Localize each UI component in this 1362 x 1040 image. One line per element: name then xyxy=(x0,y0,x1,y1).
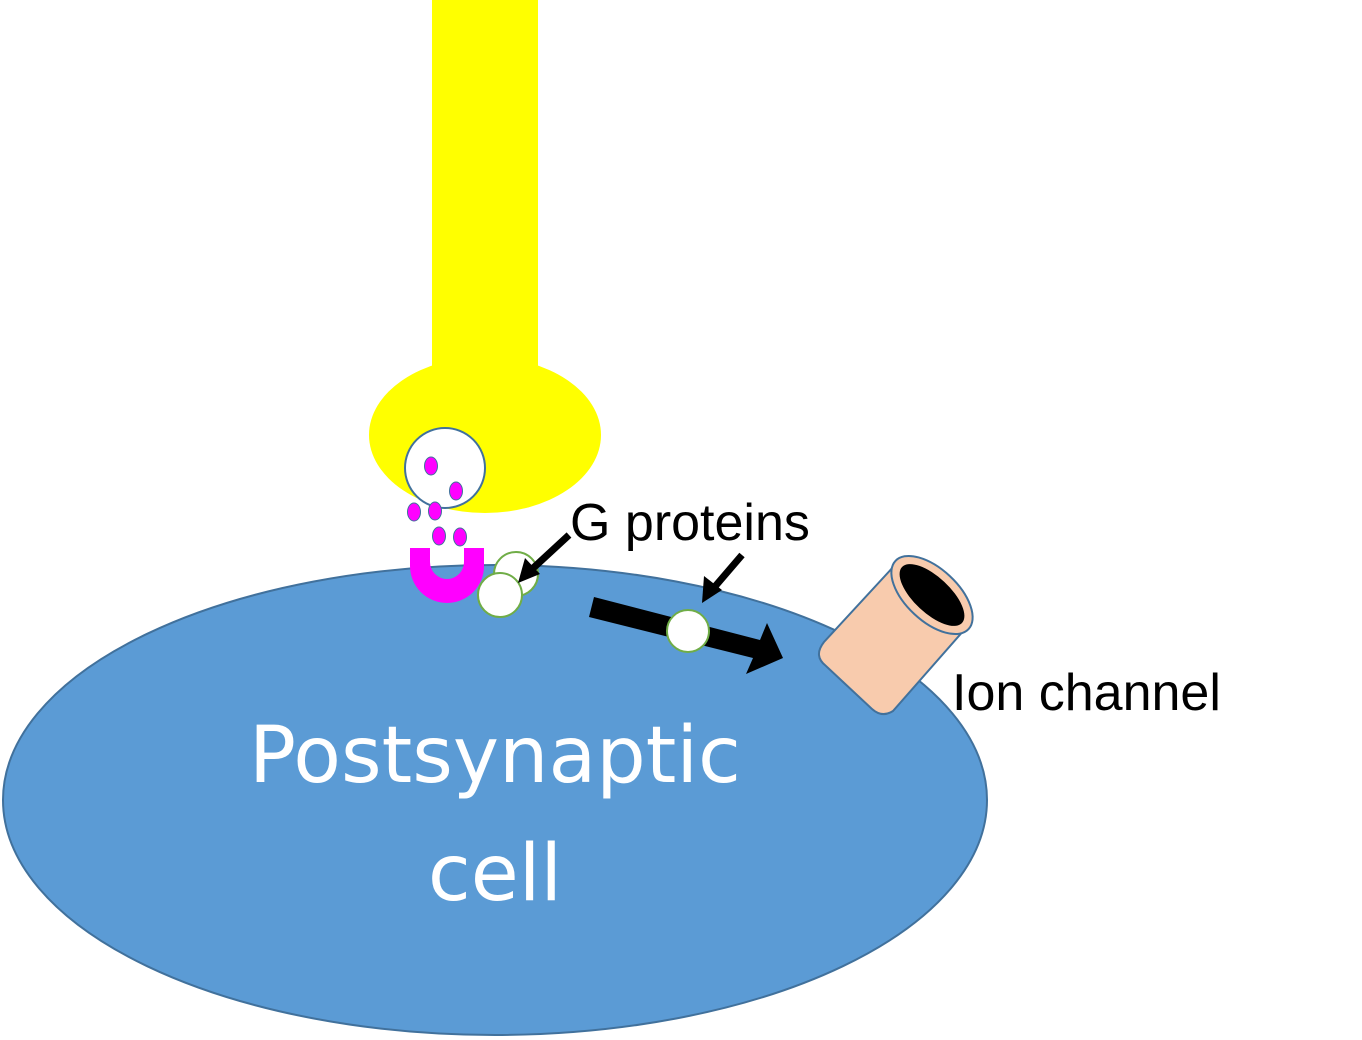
neurotransmitter-dot xyxy=(449,481,463,501)
pointer-arrow xyxy=(518,532,572,583)
cell-label-line1: Postsynaptic xyxy=(249,711,741,801)
neurotransmitter-dot xyxy=(453,527,467,547)
g-proteins-label: G proteins xyxy=(570,494,810,552)
pointer-arrow xyxy=(702,552,745,603)
neurotransmitter-dot xyxy=(432,526,446,546)
neurotransmitter-dot xyxy=(424,456,438,476)
ion-channel-pore xyxy=(899,564,965,626)
presynaptic-terminal xyxy=(369,357,601,513)
g-protein xyxy=(666,609,710,653)
g-protein xyxy=(477,572,523,618)
receptor xyxy=(410,548,484,603)
cell-label-line2: cell xyxy=(428,829,562,919)
ion-channel xyxy=(818,554,974,715)
neurotransmitter-dot xyxy=(407,502,421,522)
ion-channel-label: Ion channel xyxy=(952,664,1221,722)
synaptic-vesicle xyxy=(404,427,486,509)
presynaptic-axon xyxy=(432,0,538,380)
neurotransmitter-dot xyxy=(428,501,442,521)
